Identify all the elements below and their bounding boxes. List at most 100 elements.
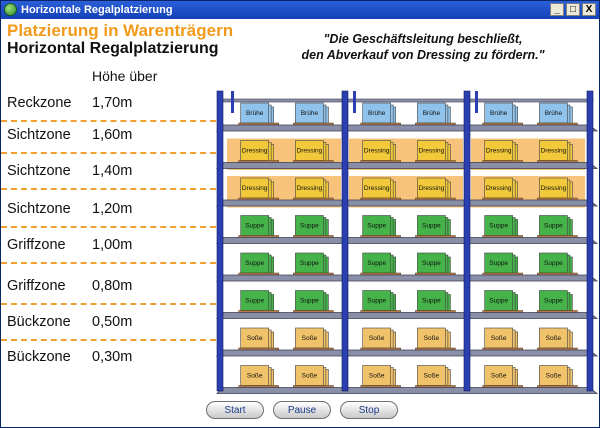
product-label: Suppe [489,223,508,230]
product-label: Suppe [245,223,264,230]
zone-row: Bückzone 0,30m [1,345,216,381]
pause-button[interactable]: Pause [273,401,331,419]
shelf-post-back [475,91,478,113]
product-label: Brühe [545,110,563,117]
height-column-header: Höhe über [92,68,158,84]
zone-divider [1,226,216,228]
quote: "Die Geschäftsleitung beschließt, den Ab… [269,31,577,63]
product-label: Soße [247,335,263,342]
zone-name: Bückzone [7,314,71,330]
zone-row: Bückzone 0,50m [1,310,216,346]
zone-name: Sichtzone [7,163,71,179]
start-button[interactable]: Start [206,401,264,419]
zone-divider [1,303,216,305]
title-bar[interactable]: Horizontale Regalplatzierung _ □ X [1,1,599,19]
product-label: Soße [546,373,562,380]
quote-line-1: "Die Geschäftsleitung beschließt, [323,32,523,46]
product-label: Suppe [422,298,441,305]
product-label: Soße [491,373,507,380]
quote-line-2: den Abverkauf von Dressing zu fördern." [301,48,545,62]
product-label: Dressing [419,185,445,192]
product-label: Suppe [489,260,508,267]
product-label: Dressing [297,148,323,155]
product-label: Suppe [544,260,563,267]
app-icon [4,3,17,16]
product-label: Soße [369,373,385,380]
product-label: Suppe [544,223,563,230]
shelf-board [216,312,599,319]
product-label: Dressing [541,148,567,155]
zone-height: 1,20m [92,201,133,217]
zone-name: Griffzone [7,237,66,253]
zone-height: 0,50m [92,314,133,330]
zone-row: Reckzone 1,70m [1,91,216,127]
product-label: Brühe [246,110,264,117]
product-label: Soße [424,335,440,342]
zone-height: 1,40m [92,163,133,179]
zone-divider [1,120,216,122]
product-label: Dressing [364,185,390,192]
product-label: Suppe [367,298,386,305]
product-label: Soße [491,335,507,342]
zone-height: 0,80m [92,278,133,294]
shelf-post-back [353,91,356,113]
zone-row: Sichtzone 1,20m [1,197,216,233]
shelf-top-beam [218,98,594,103]
product-label: Brühe [368,110,386,117]
product-label: Suppe [245,298,264,305]
product-label: Suppe [422,223,441,230]
shelf-board [216,124,599,132]
product-label: Suppe [422,260,441,267]
product-label: Dressing [242,185,268,192]
product-label: Brühe [490,110,508,117]
shelf-board [216,387,599,394]
product-label: Suppe [544,298,563,305]
page-title: Platzierung in Warenträgern [7,21,234,40]
stop-button[interactable]: Stop [340,401,398,419]
product-label: Suppe [489,298,508,305]
product-label: Soße [424,373,440,380]
product-label: Soße [546,335,562,342]
maximize-button[interactable]: □ [566,3,580,16]
product-label: Suppe [300,223,319,230]
product-label: Soße [302,373,318,380]
shelf-board [216,199,599,207]
close-button[interactable]: X [582,3,596,16]
minimize-button[interactable]: _ [550,3,564,16]
product-label: Soße [302,335,318,342]
zone-divider [1,152,216,154]
zone-row: Griffzone 1,00m [1,233,216,269]
product-label: Dressing [364,148,390,155]
zone-name: Griffzone [7,278,66,294]
zone-row: Sichtzone 1,40m [1,159,216,195]
zone-height: 1,00m [92,237,133,253]
product-label: Suppe [367,223,386,230]
zone-divider [1,339,216,341]
shelf-post [216,90,224,392]
product-label: Suppe [367,260,386,267]
shelf-post [463,90,471,392]
content-area: Platzierung in Warenträgern Horizontal R… [1,19,599,427]
zone-height: 1,70m [92,95,133,111]
product-label: Dressing [541,185,567,192]
product-label: Dressing [242,148,268,155]
product-label: Brühe [423,110,441,117]
product-label: Dressing [297,185,323,192]
product-label: Suppe [300,298,319,305]
shelf-post [586,90,594,392]
zone-row: Sichtzone 1,60m [1,123,216,159]
product-label: Brühe [301,110,319,117]
product-label: Soße [247,373,263,380]
zone-name: Bückzone [7,349,71,365]
zone-name: Reckzone [7,95,72,111]
zone-height: 0,30m [92,349,133,365]
product-label: Suppe [300,260,319,267]
product-label: Soße [369,335,385,342]
page-subtitle: Horizontal Regalplatzierung [7,40,219,57]
zone-height: 1,60m [92,127,133,143]
shelf-board [216,162,599,169]
shelf-board [216,237,599,244]
product-label: Dressing [486,185,512,192]
